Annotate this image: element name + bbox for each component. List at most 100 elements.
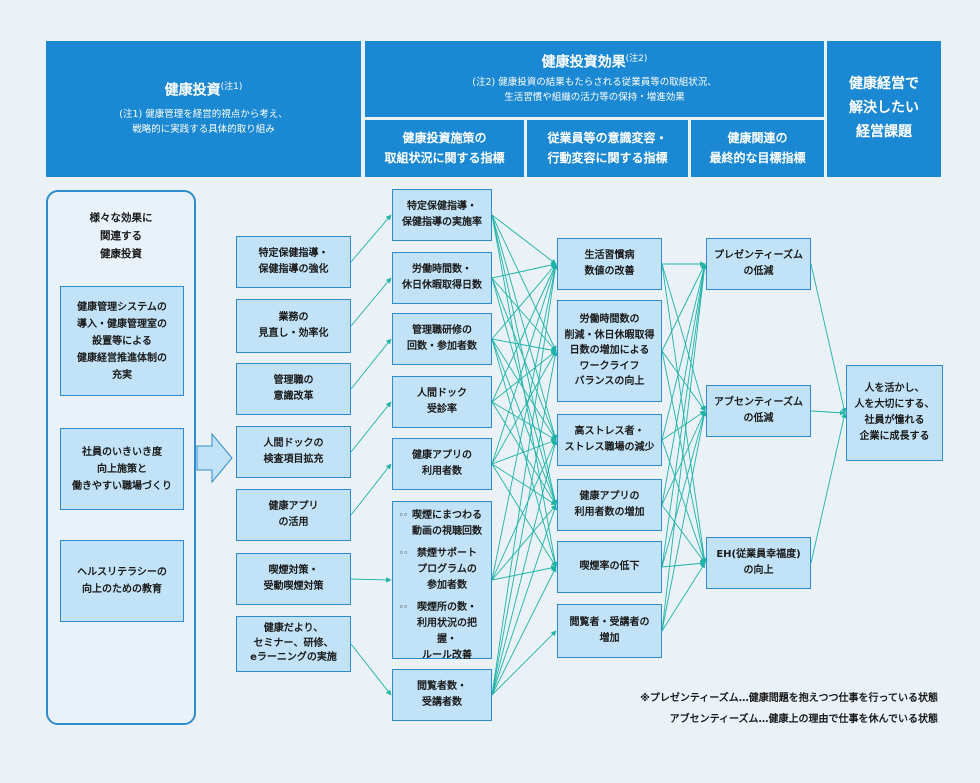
connector-m0-s0 <box>350 214 392 263</box>
bullet-icon: ◦◦ <box>399 511 408 519</box>
connector-s1-b0 <box>491 262 557 279</box>
node-line: 参加者数 <box>427 580 467 591</box>
connector-s0-b0 <box>491 214 557 265</box>
node-line: 受動喫煙対策 <box>263 581 324 592</box>
investment-note-line: (注1) 健康管理を経営的視点から考え、 <box>119 109 288 121</box>
node-line: の低減 <box>743 266 774 277</box>
node-line: セミナー、研修、 <box>253 637 334 649</box>
node-line: 管理職研修の <box>412 325 472 336</box>
investment-title: 健康投資 <box>164 82 221 99</box>
connector-s3-b1 <box>491 350 557 403</box>
bullet-icon: ◦◦ <box>399 549 408 557</box>
node-line: アブセンティーズム <box>714 397 803 408</box>
node-line: 利用状況の把握・ <box>417 618 477 645</box>
connector-s2-b2 <box>491 338 557 441</box>
connector-b3-g0 <box>661 263 707 506</box>
left-box-line: ヘルスリテラシーの <box>77 567 167 578</box>
connector-s4-b4 <box>491 463 557 568</box>
connector-s2-b0 <box>491 263 557 340</box>
node-line: プレゼンティーズム <box>714 250 803 261</box>
node-line: EH(従業員幸福度) <box>716 549 801 560</box>
left-panel-investments: 様々な効果に 関連する 健康投資 健康管理システムの 導入・健康管理室の 設置等… <box>46 190 196 725</box>
left-panel-box-workplace: 社員のいきいき度 向上施策と 働きやすい職場づくり <box>60 428 184 510</box>
node-line: 健康だより、 <box>263 623 324 635</box>
issue-line: 経営課題 <box>856 123 912 140</box>
subheader-behavior: 従業員等の意識変容・ 行動変容に関する指標 <box>527 120 688 177</box>
node-line: ワークライフ <box>579 360 640 372</box>
behavior-smoking-rate: 喫煙率の低下 <box>557 541 662 593</box>
connector-g0-i0 <box>810 263 847 414</box>
connector-b3-g2 <box>661 504 706 564</box>
node-line: 数値の改善 <box>584 266 635 277</box>
connector-b2-g0 <box>661 263 707 441</box>
connector-s2-b1 <box>491 338 557 353</box>
connector-m6-s6 <box>350 643 392 696</box>
measure-smoking: 喫煙対策・ 受動喫煙対策 <box>236 553 351 605</box>
connector-m1-s1 <box>350 277 392 327</box>
status-manager-training: 管理職研修の 回数・参加者数 <box>392 313 492 365</box>
subheader-line: 最終的な目標指標 <box>709 150 806 165</box>
node-line: 増加 <box>599 633 620 644</box>
left-box-line: 健康管理システムの <box>77 301 167 313</box>
left-box-line: 向上のための教育 <box>82 584 162 595</box>
subheader-line: 健康投資施策の <box>402 131 487 146</box>
node-line: 削減・休日休暇取得 <box>564 329 655 341</box>
connector-s6-b2 <box>491 439 558 696</box>
node-line: eラーニングの実施 <box>250 652 337 664</box>
effect-title: 健康投資効果 <box>541 54 626 71</box>
node-line: 受診率 <box>427 404 457 415</box>
left-box-line: 社員のいきいき度 <box>82 446 162 458</box>
node-line: 利用者数 <box>422 466 462 477</box>
subheader-status: 健康投資施策の 取組状況に関する指標 <box>365 120 524 177</box>
connector-b2-g2 <box>661 439 706 564</box>
node-line: 喫煙対策・ <box>268 565 319 576</box>
left-panel-title-line: 健康投資 <box>100 247 142 260</box>
measure-health-guidance: 特定保健指導・ 保健指導の強化 <box>236 236 351 288</box>
node-line: の低減 <box>743 413 774 424</box>
connector-s5-b3 <box>491 504 557 581</box>
node-line: 特定保健指導・ <box>258 248 329 259</box>
left-panel-box-literacy: ヘルスリテラシーの 向上のための教育 <box>60 540 184 622</box>
measure-dock-exam: 人間ドックの 検査項目拡充 <box>236 426 351 478</box>
left-panel-title-line: 様々な効果に <box>89 212 153 224</box>
node-line: 喫煙率の低下 <box>579 561 640 572</box>
left-panel-title: 様々な効果に 関連する 健康投資 <box>48 210 194 264</box>
node-line: 人間ドック <box>417 388 467 399</box>
smoking-item: ◦◦ 禁煙サポート プログラムの 参加者数 <box>399 546 485 594</box>
node-line: ルール改善 <box>422 650 472 661</box>
connector-b4-g0 <box>661 263 707 568</box>
subheader-line: 従業員等の意識変容・ <box>547 131 668 146</box>
connector-s0-b2 <box>491 214 558 441</box>
node-line: 禁煙サポート <box>417 548 477 559</box>
connector-b1-g1 <box>661 350 706 412</box>
node-line: 喫煙所の数・ <box>417 602 477 613</box>
node-line: 検査項目拡充 <box>263 454 324 465</box>
connector-b0-g1 <box>661 263 707 412</box>
connector-s5-b0 <box>491 263 558 581</box>
connector-s1-b2 <box>491 277 557 441</box>
measure-health-app: 健康アプリ の活用 <box>236 489 351 541</box>
connector-s6-b1 <box>491 350 558 696</box>
smoking-item: ◦◦ 喫煙にまつわる 動画の視聴回数 <box>399 508 485 540</box>
header-issue: 健康経営で 解決したい 経営課題 <box>827 41 941 177</box>
left-flow-arrow <box>196 432 233 484</box>
behavior-work-life-balance: 労働時間数の 削減・休日休暇取得 日数の増加による ワークライフ バランスの向上 <box>557 300 662 402</box>
footnotes: ※プレゼンティーズム…健康問題を抱えつつ仕事を行っている状態 アブセンティーズム… <box>598 688 938 730</box>
status-guidance-rate: 特定保健指導・ 保健指導の実施率 <box>392 189 492 241</box>
connector-b4-g1 <box>661 410 707 568</box>
connector-g2-i0 <box>810 412 847 564</box>
node-line: 人を活かし、 <box>864 383 925 394</box>
bullet-icon: ◦◦ <box>399 603 408 611</box>
connector-s4-b1 <box>491 350 557 465</box>
investment-note-mark: (注1) <box>220 81 243 92</box>
connector-s3-b0 <box>491 263 557 403</box>
connector-s3-b3 <box>491 401 557 506</box>
connector-m5-s5 <box>350 577 392 583</box>
status-app-users: 健康アプリの 利用者数 <box>392 438 492 490</box>
left-panel-box-system: 健康管理システムの 導入・健康管理室の 設置等による 健康経営推進体制の 充実 <box>60 286 184 396</box>
node-line: 人間ドックの <box>263 438 324 449</box>
node-line: 利用者数の増加 <box>574 507 645 518</box>
node-line: 見直し・効率化 <box>258 328 329 339</box>
subheader-line: 健康関連の <box>727 131 788 146</box>
